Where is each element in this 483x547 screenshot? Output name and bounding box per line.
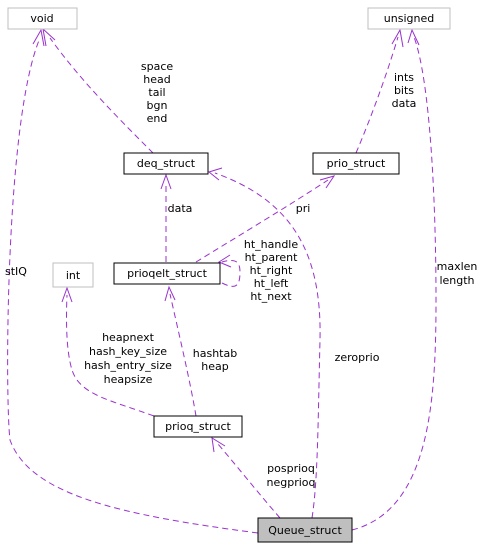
edge-label-hash-key-size: hash_key_size (89, 345, 167, 358)
node-label-void: void (30, 12, 53, 25)
node-label-prioqelt-struct: prioqelt_struct (127, 267, 207, 280)
node-label-queue-struct: Queue_struct (268, 524, 342, 537)
node-prioq-struct[interactable]: prioq_struct (153, 415, 243, 438)
edge-label-ht-right: ht_right (250, 264, 293, 277)
node-prio-struct[interactable]: prio_struct (312, 152, 400, 175)
node-void[interactable]: void (7, 7, 78, 30)
edge-prio-to-unsigned: ints bits data (355, 28, 417, 154)
edge-label-end: end (147, 112, 168, 125)
edge-label-stiq: stIQ (5, 265, 27, 278)
edge-label-hashtab: hashtab (193, 347, 237, 360)
edge-label-bits: bits (394, 84, 414, 97)
edge-prioqelt-self: ht_handle ht_parent ht_right ht_left ht_… (217, 238, 299, 303)
edge-label-pri: pri (296, 202, 311, 215)
edge-prioq-to-int: heapnext hash_key_size hash_entry_size h… (61, 286, 172, 417)
edge-queue-to-prioq: posprioq negprioq (211, 437, 316, 519)
node-label-prioq-struct: prioq_struct (165, 420, 231, 433)
edge-label-zeroprio: zeroprio (335, 351, 380, 364)
edge-prioqelt-to-deq: data (160, 173, 193, 262)
node-unsigned[interactable]: unsigned (367, 7, 451, 30)
edge-queue-to-deq: zeroprio (207, 167, 380, 519)
edge-label-negprioq: negprioq (267, 476, 316, 489)
edge-deq-to-void: space head tail bgn end (42, 27, 174, 154)
edge-queue-to-unsigned: maxlen length (351, 28, 478, 531)
edge-label-ints: ints (394, 71, 414, 84)
edge-label-heap: heap (201, 360, 228, 373)
edge-label-ht-next: ht_next (250, 290, 292, 303)
edge-label-space: space (141, 60, 174, 73)
edge-label-head: head (143, 73, 170, 86)
edge-prioqelt-to-prio: pri (195, 175, 336, 263)
edge-queue-to-void: stIQ (5, 28, 259, 534)
edge-label-posprioq: posprioq (267, 462, 315, 475)
node-int[interactable]: int (52, 262, 94, 288)
edge-label-ht-left: ht_left (254, 277, 289, 290)
edge-label-heapnext: heapnext (102, 331, 155, 344)
node-label-unsigned: unsigned (384, 12, 434, 25)
edge-label-hash-entry-size: hash_entry_size (84, 359, 172, 372)
node-label-int: int (66, 269, 81, 282)
edge-prioq-to-prioqelt: hashtab heap (164, 285, 237, 417)
edge-label-bgn: bgn (147, 99, 168, 112)
edge-label-tail: tail (148, 86, 165, 99)
node-label-prio-struct: prio_struct (327, 157, 386, 170)
edge-label-ht-handle: ht_handle (244, 238, 299, 251)
node-label-deq-struct: deq_struct (137, 157, 196, 170)
node-queue-struct[interactable]: Queue_struct (257, 517, 353, 543)
node-prioqelt-struct[interactable]: prioqelt_struct (113, 262, 221, 285)
edge-label-maxlen: maxlen (437, 260, 478, 273)
edge-label-length: length (439, 274, 474, 287)
edge-label-data-prio: data (392, 97, 417, 110)
node-deq-struct[interactable]: deq_struct (123, 152, 209, 175)
edge-label-ht-parent: ht_parent (245, 251, 299, 264)
edge-label-data-deq: data (168, 202, 193, 215)
edge-label-heapsize: heapsize (104, 373, 153, 386)
